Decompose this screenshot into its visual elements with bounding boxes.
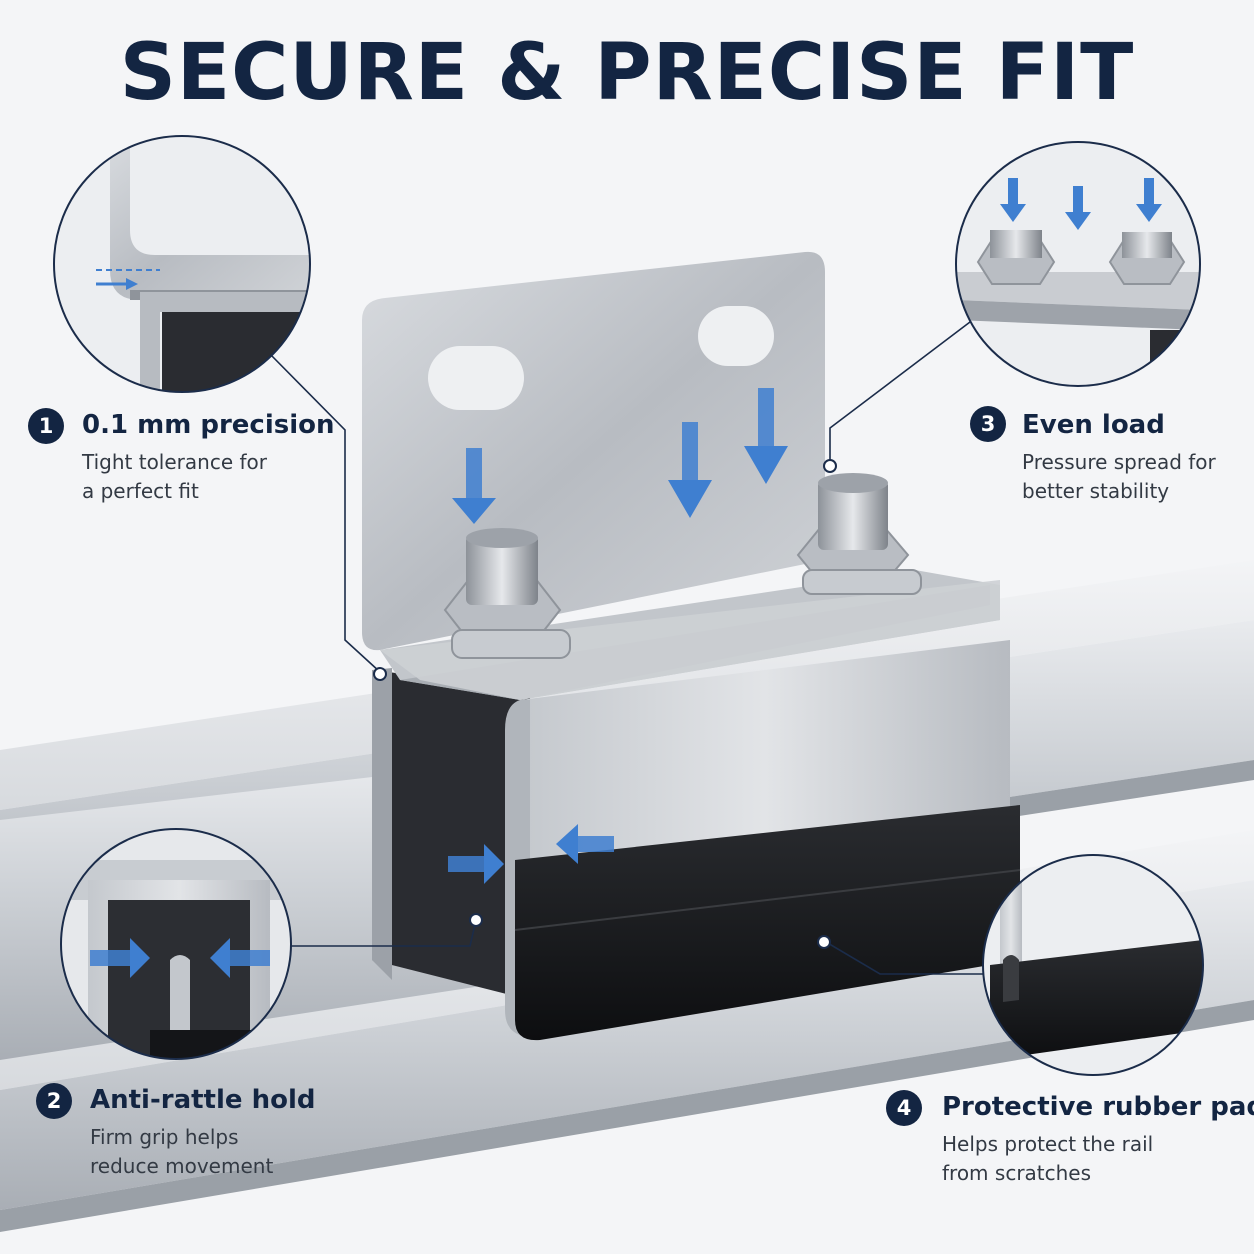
feature-title: Anti-rattle hold [90, 1085, 316, 1115]
feature-title: 0.1 mm precision [82, 410, 335, 440]
down-arrow-icon [668, 422, 712, 518]
zoom-circle-rubber-pad [982, 854, 1204, 1076]
feature-description: Firm grip helps reduce movement [90, 1125, 274, 1178]
feature-number-badge: 4 [886, 1090, 922, 1126]
feature-title: Protective rubber pad [942, 1092, 1254, 1122]
inward-arrow-icon [448, 844, 504, 884]
feature-number-badge: 3 [970, 406, 1006, 442]
callout-dot-icon [373, 459, 837, 949]
feature-description: Pressure spread for better stability [1022, 450, 1216, 503]
zoom-circle-anti-rattle [60, 828, 292, 1060]
bolt-right [796, 473, 922, 595]
down-arrow-icon [744, 388, 788, 484]
feature-number-badge: 1 [28, 408, 64, 444]
feature-description: Tight tolerance for a perfect fit [82, 450, 267, 503]
inward-arrow-icon [556, 824, 614, 864]
bolt-left [443, 528, 571, 659]
callout-lines [267, 321, 986, 975]
feature-number-badge: 2 [36, 1083, 72, 1119]
page-title: SECURE & PRECISE FIT [119, 28, 1135, 118]
zoom-circle-precision [53, 135, 311, 393]
feature-description: Helps protect the rail from scratches [942, 1132, 1154, 1185]
down-arrow-icon [452, 448, 496, 524]
zoom-circle-even-load [955, 141, 1201, 387]
feature-title: Even load [1022, 410, 1165, 440]
